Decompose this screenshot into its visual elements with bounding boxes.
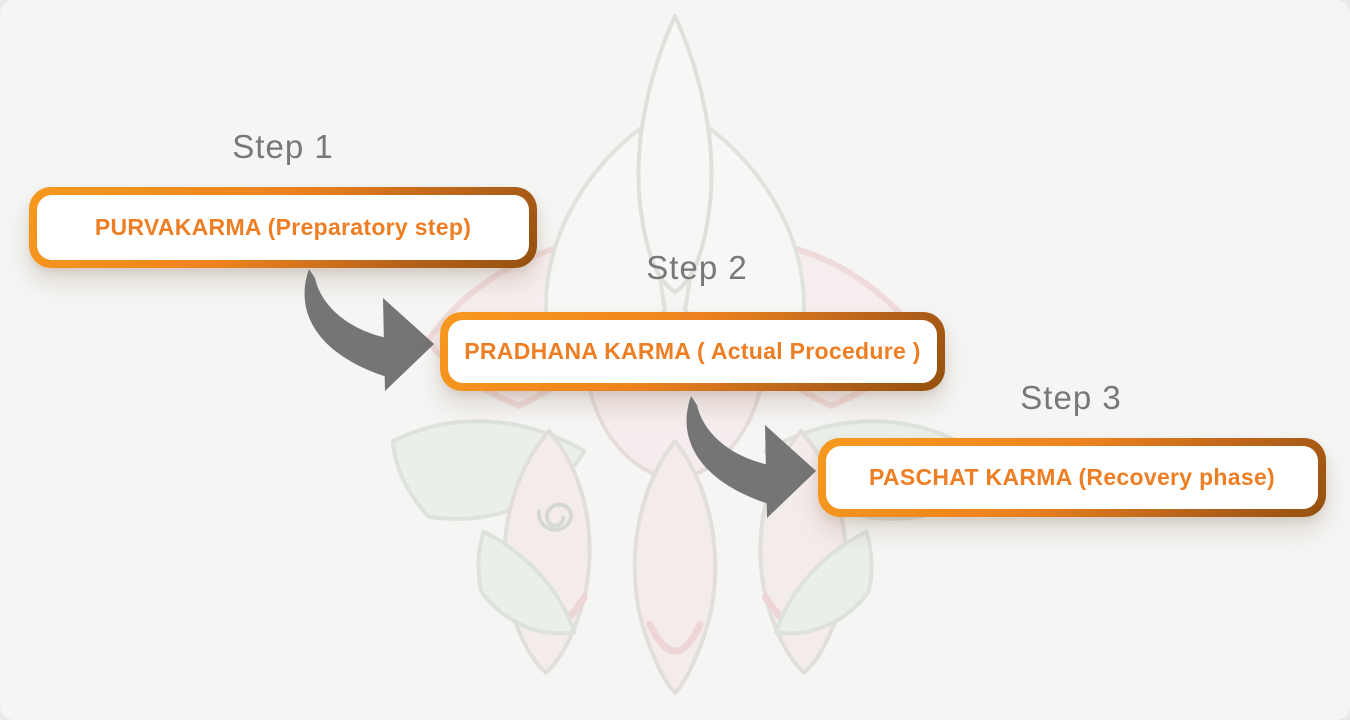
step-1-label: Step 1 (232, 128, 334, 165)
step-3-box: PASCHAT KARMA (Recovery phase) (818, 438, 1326, 517)
step-3-box-label: PASCHAT KARMA (Recovery phase) (826, 446, 1318, 509)
step-3-label: Step 3 (1020, 379, 1122, 416)
step-1-box: PURVAKARMA (Preparatory step) (29, 187, 537, 268)
arrow-step1-to-step2-icon (304, 269, 434, 391)
step-2-box-label: PRADHANA KARMA ( Actual Procedure ) (448, 320, 937, 383)
step-2-box: PRADHANA KARMA ( Actual Procedure ) (440, 312, 945, 391)
step-1-box-label: PURVAKARMA (Preparatory step) (37, 195, 529, 260)
arrow-step2-to-step3-icon (686, 396, 816, 518)
step-2-label: Step 2 (646, 249, 748, 286)
